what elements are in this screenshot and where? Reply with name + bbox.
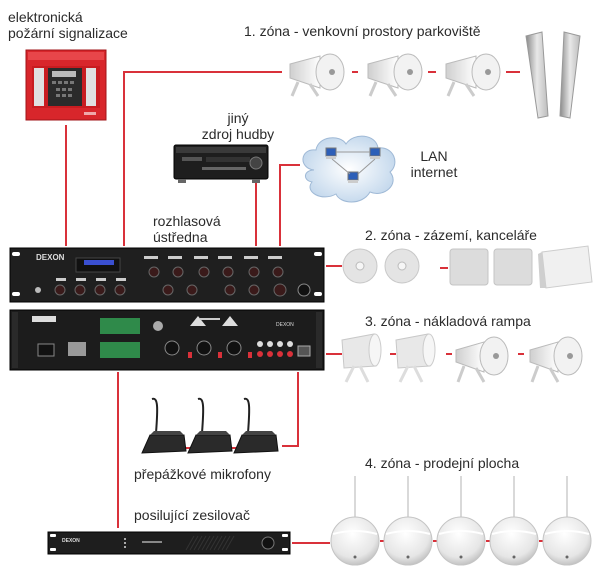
pendant-speaker-1 <box>330 476 380 566</box>
zone2-speakers <box>342 245 593 289</box>
wall-box-speaker <box>538 245 593 289</box>
pendant-speaker-4 <box>489 476 539 566</box>
label-lan-line1: LAN <box>420 148 448 164</box>
network-computer-3 <box>347 171 359 183</box>
pa-amplifier-front: DEXON <box>9 247 325 303</box>
label-zone2: 2. zóna - zázemí, kanceláře <box>365 227 537 243</box>
fire-alarm-panel <box>25 49 107 121</box>
label-central: rozhlasová ústředna <box>153 213 221 245</box>
pa-amplifier-rear: DEXON <box>9 309 325 371</box>
network-computer-1 <box>325 147 337 159</box>
ceiling-speaker-round-2 <box>384 248 420 284</box>
projector-speaker-2 <box>395 333 436 383</box>
label-zone1: 1. zóna - venkovní prostory parkoviště <box>244 23 481 39</box>
paging-microphone-2 <box>187 397 233 454</box>
rear-brand-logo: DEXON <box>276 322 294 328</box>
ceiling-speaker-square-1 <box>449 248 489 286</box>
column-speakers <box>525 31 581 119</box>
label-central-line1: rozhlasová <box>153 213 221 229</box>
label-central-line2: ústředna <box>153 229 208 245</box>
horn-speaker-zone3-1 <box>455 336 509 383</box>
horn-speaker-1 <box>289 53 345 97</box>
network-computer-2 <box>369 147 381 159</box>
label-other-source-line2: zdroj hudby <box>201 126 275 142</box>
lan-cloud <box>302 135 396 203</box>
label-fire-alarm-line1: elektronická <box>8 9 83 25</box>
label-lan-line2: internet <box>410 164 458 180</box>
pendant-speaker-3 <box>436 476 486 566</box>
label-other-source-line1: jiný <box>227 110 249 126</box>
label-booster: posilující zesilovač <box>134 507 250 523</box>
booster-brand-logo: DEXON <box>62 538 80 544</box>
label-zone4: 4. zóna - prodejní plocha <box>365 455 520 471</box>
wire-mics <box>282 372 299 447</box>
paging-microphones <box>141 397 279 454</box>
pendant-speaker-2 <box>383 476 433 566</box>
booster-amplifier: DEXON <box>47 531 291 555</box>
zone1-horn-speakers <box>289 53 501 97</box>
label-lan: LAN internet <box>404 148 464 180</box>
ceiling-speaker-square-2 <box>493 248 533 286</box>
wire-lan <box>279 164 300 246</box>
ceiling-speaker-round-1 <box>342 248 378 284</box>
wire-zone1 <box>123 71 282 246</box>
label-fire-alarm-line2: požární signalizace <box>8 25 128 41</box>
label-microphones: přepážkové mikrofony <box>134 466 271 482</box>
horn-speaker-zone3-2 <box>529 336 583 383</box>
horn-speaker-2 <box>367 53 423 97</box>
paging-microphone-3 <box>233 397 279 454</box>
pendant-speaker-5 <box>542 476 592 566</box>
label-other-source: jiný zdroj hudby <box>202 110 274 142</box>
label-fire-alarm: elektronická požární signalizace <box>8 9 128 41</box>
paging-microphone-1 <box>141 397 187 454</box>
projector-speaker-1 <box>341 333 382 383</box>
amp-brand-logo: DEXON <box>36 253 65 262</box>
music-receiver <box>173 144 269 183</box>
zone3-speakers <box>341 333 583 383</box>
zone4-pendant-speakers <box>330 476 592 566</box>
label-zone3: 3. zóna - nákladová rampa <box>365 313 531 329</box>
horn-speaker-3 <box>445 53 501 97</box>
